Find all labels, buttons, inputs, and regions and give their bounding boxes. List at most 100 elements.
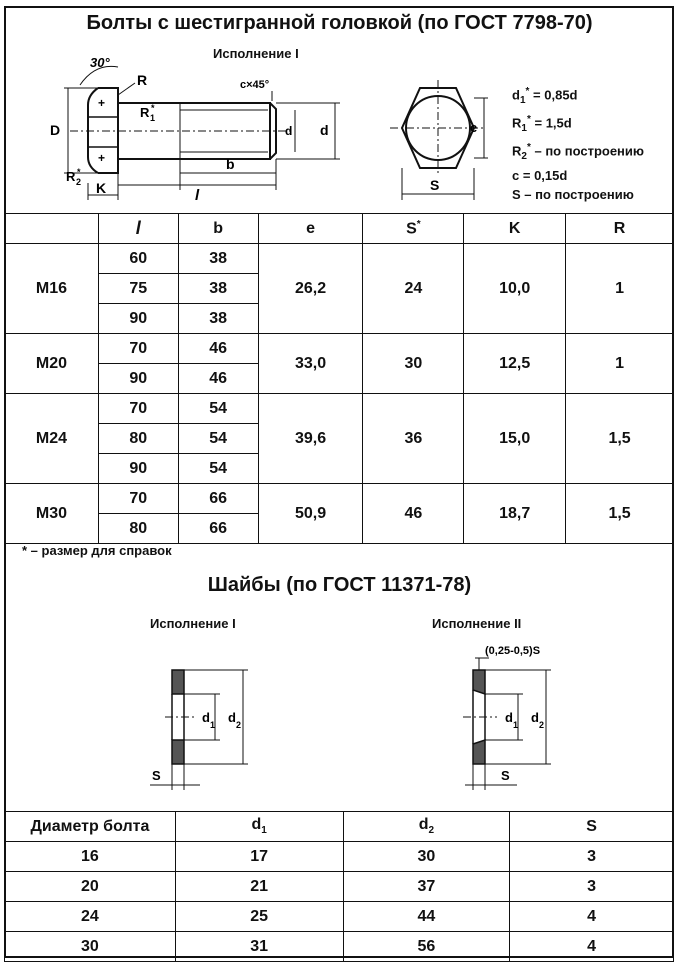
- header-S: S: [509, 811, 674, 842]
- bolt-cell: 24: [4, 901, 176, 932]
- head-plus-bottom: +: [98, 151, 105, 165]
- d1-cell: 31: [174, 931, 344, 962]
- washer2-chamfer: (0,25-0,5)S: [485, 645, 540, 657]
- dim-R: R: [137, 72, 147, 88]
- b-cell: 38: [177, 273, 259, 304]
- dim-b: b: [226, 156, 235, 172]
- l-cell: 70: [97, 483, 179, 514]
- e-cell: 26,2: [257, 243, 364, 334]
- S-cell: 36: [362, 393, 465, 484]
- washer2-S: S: [501, 768, 510, 783]
- b-cell: 38: [177, 303, 259, 334]
- e-cell: 39,6: [257, 393, 364, 484]
- d1-cell: 17: [174, 841, 344, 872]
- bolt-variant-label: Исполнение I: [213, 46, 299, 61]
- table-row: M24 70 54 39,6 36 15,0 1,5: [4, 393, 674, 484]
- bolts-title: Болты с шестигранной головкой (по ГОСТ 7…: [86, 12, 593, 34]
- R-cell: 1: [565, 333, 674, 394]
- bolt-table-header: l b e S* K R: [4, 213, 674, 244]
- l-cell: 70: [97, 333, 179, 364]
- b-cell: 66: [177, 483, 259, 514]
- d1-cell: 25: [174, 901, 344, 932]
- bolt-cell: 16: [4, 841, 176, 872]
- R-cell: 1: [565, 243, 674, 334]
- header-S: S*: [362, 213, 465, 244]
- bolt-cell: 30: [4, 931, 176, 962]
- washer2-d1: d: [505, 710, 513, 725]
- footnote: * – размер для справок: [22, 543, 172, 558]
- table-row: 75 38: [5, 273, 674, 304]
- washer-table-header: Диаметр болта d1 d2 S: [4, 811, 674, 842]
- washer-variant1-label: Исполнение I: [150, 616, 236, 631]
- dim-l: l: [195, 187, 200, 204]
- b-cell: 38: [177, 243, 259, 274]
- table-row: 80 54: [5, 423, 674, 454]
- formula-row: d1* = 0,85d: [512, 86, 578, 106]
- header-R: R: [565, 213, 674, 244]
- table-row: 20 21 37 3: [4, 871, 674, 902]
- header-empty: [4, 213, 99, 244]
- dim-chamfer: c×45°: [240, 79, 269, 91]
- S-cell: 46: [362, 483, 465, 544]
- table-row: 24 25 44 4: [4, 901, 674, 932]
- washer1-d1: d: [202, 710, 210, 725]
- d2-cell: 37: [342, 871, 511, 902]
- size-cell: M20: [4, 333, 99, 394]
- d2-cell: 56: [342, 931, 511, 962]
- header-d1: d1: [174, 811, 344, 842]
- d2-cell: 44: [342, 901, 511, 932]
- b-cell: 66: [177, 513, 259, 544]
- K-cell: 10,0: [463, 243, 567, 334]
- dim-R1: R: [140, 105, 150, 120]
- table-row: M16 60 38 26,2 24 10,0 1: [4, 243, 674, 334]
- header-b: b: [177, 213, 259, 244]
- S-cell: 30: [362, 333, 465, 394]
- washer-1-drawing: d 1 d 2 S: [150, 669, 248, 790]
- header-d2: d2: [342, 811, 511, 842]
- bolt-side-drawing: D K l b d d c×45° 30° R R 1 * R 2 * + +: [50, 55, 340, 204]
- formula-row: c = 0,15d: [512, 167, 568, 183]
- l-cell: 70: [97, 393, 179, 424]
- size-cell: M24: [4, 393, 99, 484]
- table-row: 80 66: [5, 513, 674, 544]
- dim-K: K: [96, 180, 106, 196]
- dim-S: S: [430, 177, 439, 193]
- b-cell: 54: [177, 393, 259, 424]
- l-cell: 80: [97, 423, 179, 454]
- washer1-d1-sub: 1: [210, 720, 215, 730]
- d2-cell: 30: [342, 841, 511, 872]
- bolt-table: l b e S* K R M16 60 38 26,2 24 10,0 1 75…: [4, 213, 674, 544]
- dim-e: e: [470, 120, 477, 135]
- e-cell: 50,9: [257, 483, 364, 544]
- washer-table: Диаметр болта d1 d2 S 16 17 30 3 20 21 3…: [4, 811, 674, 962]
- dim-angle: 30°: [90, 55, 110, 70]
- b-cell: 46: [177, 333, 259, 364]
- dim-R2-star: *: [77, 167, 81, 177]
- washer2-d1-sub: 1: [513, 720, 518, 730]
- washer-2-drawing: (0,25-0,5)S d 1 d 2 S: [463, 645, 551, 790]
- dim-D: D: [50, 122, 60, 138]
- dim-d1: d: [285, 124, 292, 138]
- table-row: 16 17 30 3: [4, 841, 674, 872]
- S-cell: 24: [362, 243, 465, 334]
- dim-R2-sub: 2: [76, 177, 81, 187]
- l-cell: 80: [97, 513, 179, 544]
- header-l: l: [97, 213, 179, 244]
- header-K: K: [463, 213, 567, 244]
- table-row: 90 38: [5, 303, 674, 334]
- R-cell: 1,5: [565, 393, 674, 484]
- header-e: e: [257, 213, 364, 244]
- dim-R1-sub: 1: [150, 113, 155, 123]
- b-cell: 54: [177, 423, 259, 454]
- washers-title: Шайбы (по ГОСТ 11371-78): [207, 574, 472, 596]
- S-cell: 4: [509, 931, 674, 962]
- b-cell: 54: [177, 453, 259, 484]
- table-row: 30 31 56 4: [4, 931, 674, 962]
- K-cell: 15,0: [463, 393, 567, 484]
- R-cell: 1,5: [565, 483, 674, 544]
- size-cell: M16: [4, 243, 99, 334]
- dim-d: d: [320, 122, 329, 138]
- S-cell: 3: [509, 871, 674, 902]
- S-cell: 4: [509, 901, 674, 932]
- formula-row: S – по построению: [512, 186, 634, 202]
